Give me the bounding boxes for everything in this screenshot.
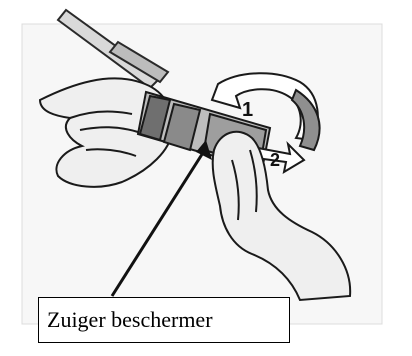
step-label-2: 2 bbox=[270, 150, 280, 170]
caption-label: Zuiger beschermer bbox=[47, 307, 213, 333]
step-label-1: 1 bbox=[242, 99, 253, 121]
caption-box: Zuiger beschermer bbox=[38, 297, 290, 343]
